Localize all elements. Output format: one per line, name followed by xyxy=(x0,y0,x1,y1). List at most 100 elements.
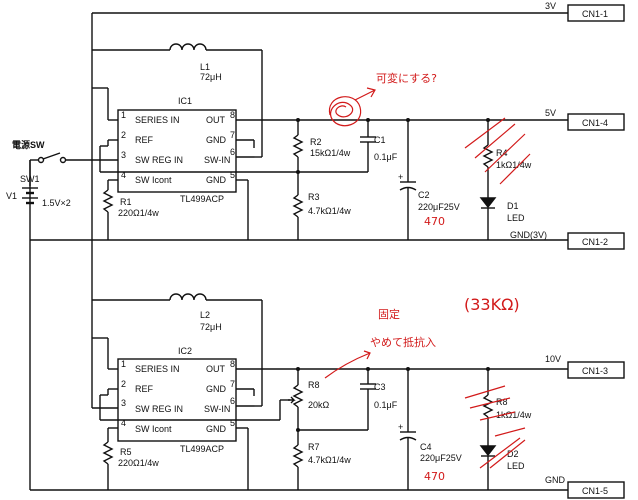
svg-text:L1: L1 xyxy=(200,62,210,72)
svg-text:CN1-4: CN1-4 xyxy=(582,118,608,128)
net-5v: 5V xyxy=(545,108,556,118)
svg-text:4: 4 xyxy=(121,418,126,428)
inductor-l1: L1 72μH xyxy=(92,43,262,82)
svg-text:220Ω1/4w: 220Ω1/4w xyxy=(118,208,159,218)
svg-text:LED: LED xyxy=(507,461,525,471)
svg-text:SW-IN: SW-IN xyxy=(204,155,230,165)
svg-text:D2: D2 xyxy=(507,449,519,459)
annotation-arrow xyxy=(324,350,371,379)
svg-text:7: 7 xyxy=(230,379,235,389)
power-switch: 電源SW SW1 xyxy=(12,139,92,184)
svg-text:R3: R3 xyxy=(308,192,320,202)
svg-text:SW REG IN: SW REG IN xyxy=(135,155,183,165)
annotation-note-fixed: 固定 xyxy=(378,307,400,321)
svg-text:SW Icont: SW Icont xyxy=(135,424,172,434)
svg-text:5: 5 xyxy=(230,170,235,180)
svg-text:IC1: IC1 xyxy=(178,96,192,106)
annotation-note-parallel: やめて抵抗入 xyxy=(370,335,436,349)
svg-text:72μH: 72μH xyxy=(200,322,222,332)
connector-cn1-5: CN1-5 xyxy=(567,481,625,499)
svg-text:7: 7 xyxy=(230,130,235,140)
svg-text:R7: R7 xyxy=(308,442,320,452)
svg-text:4.7kΩ1/4w: 4.7kΩ1/4w xyxy=(308,455,351,465)
svg-text:220μF25V: 220μF25V xyxy=(418,202,460,212)
svg-text:+: + xyxy=(398,172,403,182)
svg-text:CN1-2: CN1-2 xyxy=(582,237,608,247)
connector-cn1-3: CN1-3 xyxy=(567,361,625,379)
capacitor-c3: C3 0.1μF xyxy=(298,369,398,431)
svg-text:TL499ACP: TL499ACP xyxy=(180,444,224,454)
svg-text:L2: L2 xyxy=(200,310,210,320)
svg-text:+: + xyxy=(398,422,403,432)
svg-text:GND: GND xyxy=(206,384,227,394)
resistor-r1: R1 220Ω1/4w xyxy=(102,180,159,240)
svg-text:0.1μF: 0.1μF xyxy=(374,152,398,162)
svg-text:V1: V1 xyxy=(6,191,17,201)
svg-text:電源SW: 電源SW xyxy=(12,139,45,150)
connector-cn1-4: CN1-4 xyxy=(567,113,625,131)
svg-text:REF: REF xyxy=(135,135,154,145)
led-d1: D1 LED xyxy=(479,197,525,240)
svg-text:C2: C2 xyxy=(418,190,430,200)
svg-text:4.7kΩ1/4w: 4.7kΩ1/4w xyxy=(308,206,351,216)
resistor-r4: R4 1kΩ1/4w xyxy=(482,120,532,198)
svg-text:1kΩ1/4w: 1kΩ1/4w xyxy=(496,160,532,170)
svg-text:GND: GND xyxy=(206,175,227,185)
svg-text:220μF25V: 220μF25V xyxy=(420,453,462,463)
svg-text:15kΩ1/4w: 15kΩ1/4w xyxy=(310,148,351,158)
svg-text:SERIES IN: SERIES IN xyxy=(135,364,180,374)
svg-text:C3: C3 xyxy=(374,382,386,392)
svg-text:R8: R8 xyxy=(308,380,320,390)
annotation-scribble-r2 xyxy=(328,87,376,127)
annotation-scratch-upper xyxy=(464,117,531,185)
svg-text:3: 3 xyxy=(121,150,126,160)
svg-text:72μH: 72μH xyxy=(200,72,222,82)
svg-text:OUT: OUT xyxy=(206,364,226,374)
svg-text:C4: C4 xyxy=(420,442,432,452)
svg-text:1: 1 xyxy=(121,110,126,120)
svg-text:CN1-1: CN1-1 xyxy=(582,9,608,19)
svg-text:SW Icont: SW Icont xyxy=(135,175,172,185)
potentiometer-r8: R8 20kΩ xyxy=(288,369,330,430)
svg-text:CN1-5: CN1-5 xyxy=(582,486,608,496)
svg-text:1.5V×2: 1.5V×2 xyxy=(42,198,71,208)
svg-text:SW-IN: SW-IN xyxy=(204,404,230,414)
annotation-scratch-lower xyxy=(464,385,526,469)
battery-v1: V1 1.5V×2 xyxy=(6,160,71,208)
resistor-r5: R5 220Ω1/4w xyxy=(102,428,159,490)
svg-text:5: 5 xyxy=(230,418,235,428)
svg-text:SERIES IN: SERIES IN xyxy=(135,115,180,125)
svg-text:SW REG IN: SW REG IN xyxy=(135,404,183,414)
svg-text:GND: GND xyxy=(206,424,227,434)
inductor-l2: L2 72μH xyxy=(92,293,262,332)
annotation-note-c2: 470 xyxy=(424,215,445,228)
svg-text:TL499ACP: TL499ACP xyxy=(180,194,224,204)
svg-text:OUT: OUT xyxy=(206,115,226,125)
svg-text:C1: C1 xyxy=(374,135,386,145)
svg-text:LED: LED xyxy=(507,213,525,223)
svg-text:R2: R2 xyxy=(310,137,322,147)
svg-text:REF: REF xyxy=(135,384,154,394)
annotation-note-c4: 470 xyxy=(424,470,445,483)
svg-text:0.1μF: 0.1μF xyxy=(374,400,398,410)
svg-text:2: 2 xyxy=(121,379,126,389)
ic1-tl499acp: IC1 1 SERIES IN 2 REF 3 SW REG IN 4 SW I… xyxy=(92,96,298,204)
connector-cn1-1: CN1-1 xyxy=(567,4,625,22)
svg-text:220Ω1/4w: 220Ω1/4w xyxy=(118,458,159,468)
svg-text:20kΩ: 20kΩ xyxy=(308,400,330,410)
net-10v: 10V xyxy=(545,354,561,364)
svg-text:6: 6 xyxy=(230,396,235,406)
resistor-r7: R7 4.7kΩ1/4w xyxy=(292,430,351,490)
svg-text:1: 1 xyxy=(121,359,126,369)
svg-text:D1: D1 xyxy=(507,201,519,211)
connector-cn1-2: CN1-2 xyxy=(567,232,625,250)
svg-text:R4: R4 xyxy=(496,148,508,158)
svg-text:6: 6 xyxy=(230,147,235,157)
svg-text:R1: R1 xyxy=(120,197,132,207)
svg-text:3: 3 xyxy=(121,398,126,408)
svg-text:IC2: IC2 xyxy=(178,346,192,356)
svg-text:R8: R8 xyxy=(496,397,508,407)
svg-text:4: 4 xyxy=(121,170,126,180)
svg-text:8: 8 xyxy=(230,110,235,120)
